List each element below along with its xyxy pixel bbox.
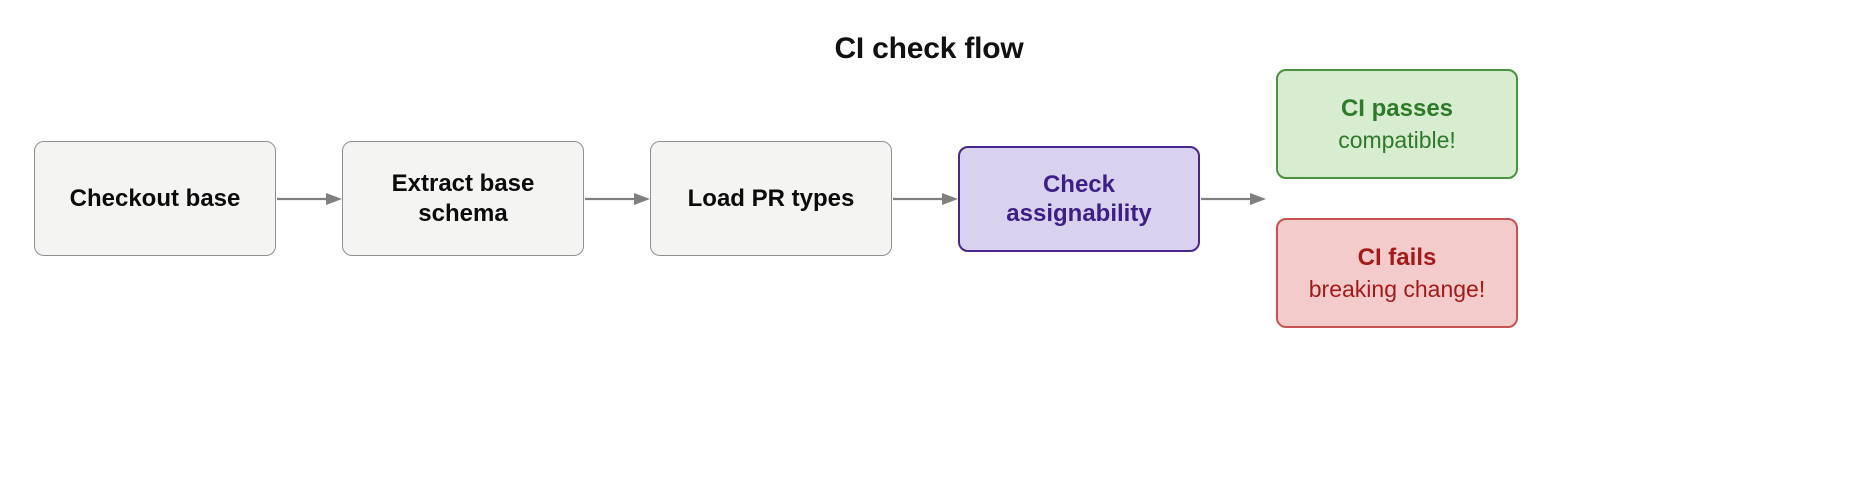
node-label: CI fails	[1357, 244, 1437, 272]
node-label: Load PR types	[687, 184, 855, 212]
page-title: CI check flow	[834, 32, 1024, 65]
edge-load-to-check	[893, 193, 958, 205]
node-label: CI passes	[1340, 95, 1454, 123]
node-extract-base-schema[interactable]: Extract base schema	[342, 141, 584, 256]
node-label: Extract base schema	[391, 170, 535, 227]
node-checkout-base[interactable]: Checkout base	[34, 141, 276, 256]
node-ci-fails[interactable]: CI fails breaking change!	[1276, 218, 1518, 328]
node-sublabel: compatible!	[1338, 126, 1456, 153]
node-check-assignability[interactable]: Check assignability	[958, 146, 1200, 252]
node-label: Check assignability	[1006, 170, 1152, 227]
edge-checkout-to-extract	[277, 193, 342, 205]
node-load-pr-types[interactable]: Load PR types	[650, 141, 892, 256]
node-label: Checkout base	[69, 184, 241, 212]
edge-check-to-outcomes	[1201, 193, 1266, 205]
node-ci-passes[interactable]: CI passes compatible!	[1276, 69, 1518, 179]
node-sublabel: breaking change!	[1308, 275, 1486, 302]
edge-extract-to-load	[585, 193, 650, 205]
